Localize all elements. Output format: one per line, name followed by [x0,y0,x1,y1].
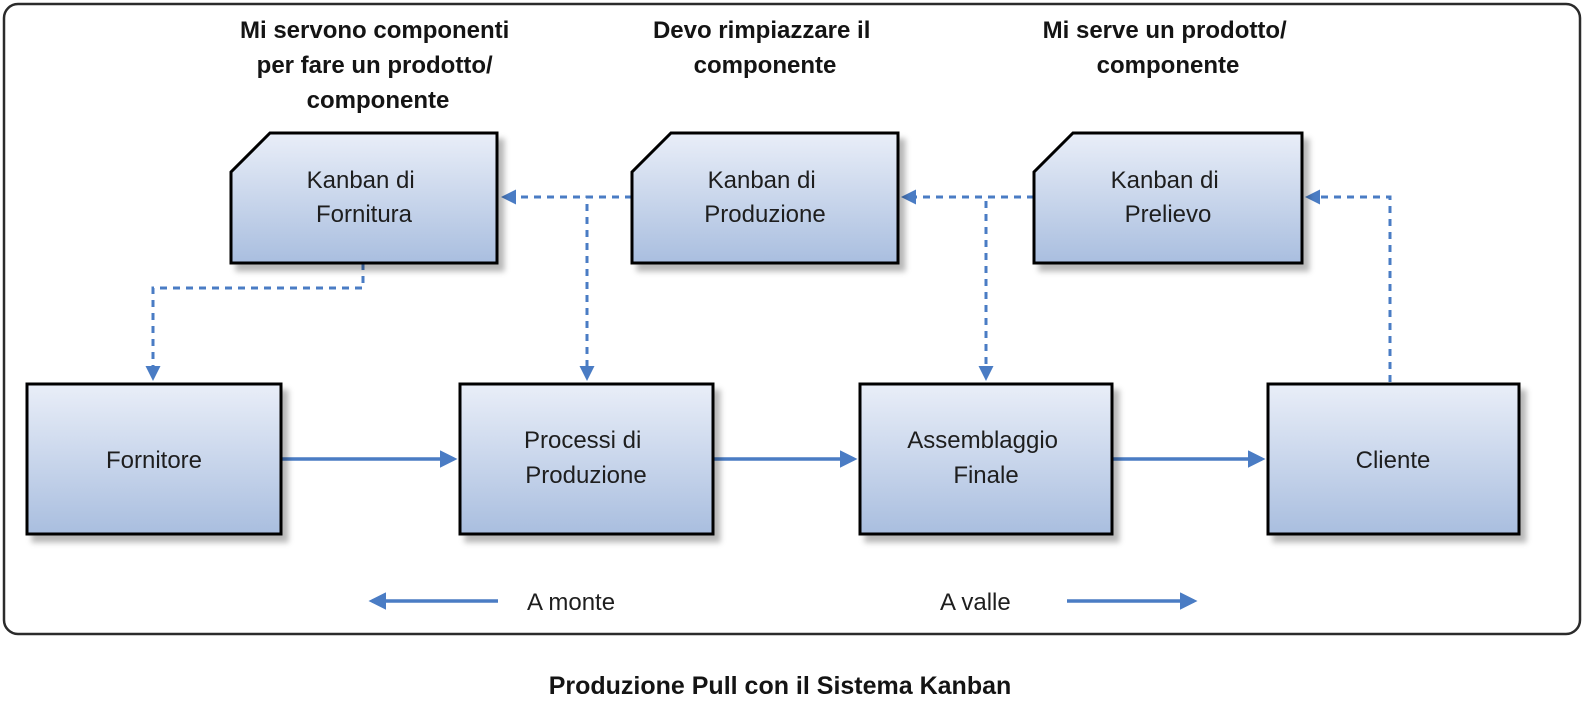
svg-text:Cliente: Cliente [1356,447,1431,474]
kanban-card-fornitura: Kanban di Fornitura [229,131,499,265]
svg-text:Assemblaggio Finale: Assemblaggio Finale [907,427,1064,489]
arrow-prelievo-to-assemblaggio [978,195,1034,381]
process-box-fornitore: Fornitore [25,382,283,536]
svg-text:Kanban di Prelievo: Kanban di Prelievo [1111,167,1226,228]
kanban-card-prelievo: Kanban di Prelievo [1032,131,1304,265]
diagram-caption: Produzione Pull con il Sistema Kanban [549,672,1012,700]
arrow-cliente-to-prelievo [1305,189,1392,382]
upstream-label: A monte [527,589,615,616]
heading-left: Mi servono componenti per fare un prodot… [240,17,516,114]
svg-text:Kanban di Fornitura: Kanban di Fornitura [307,167,422,228]
svg-text:Fornitore: Fornitore [106,447,202,474]
process-box-assemblaggio: Assemblaggio Finale [858,382,1114,536]
arrow-fornitura-to-fornitore [145,263,365,381]
kanban-card-produzione: Kanban di Produzione [630,131,900,265]
arrow-produzione-to-processi [579,195,632,381]
diagram-frame [2,2,1582,636]
heading-middle: Devo rimpiazzare il componente [653,17,877,79]
downstream-label: A valle [940,589,1011,616]
process-box-cliente: Cliente [1266,382,1521,536]
process-box-processi: Processi di Produzione [458,382,715,536]
svg-text:Kanban di Produzione: Kanban di Produzione [704,167,825,228]
heading-right: Mi serve un prodotto/ componente [1043,17,1294,79]
svg-text:Processi di Produzione: Processi di Produzione [524,427,648,489]
